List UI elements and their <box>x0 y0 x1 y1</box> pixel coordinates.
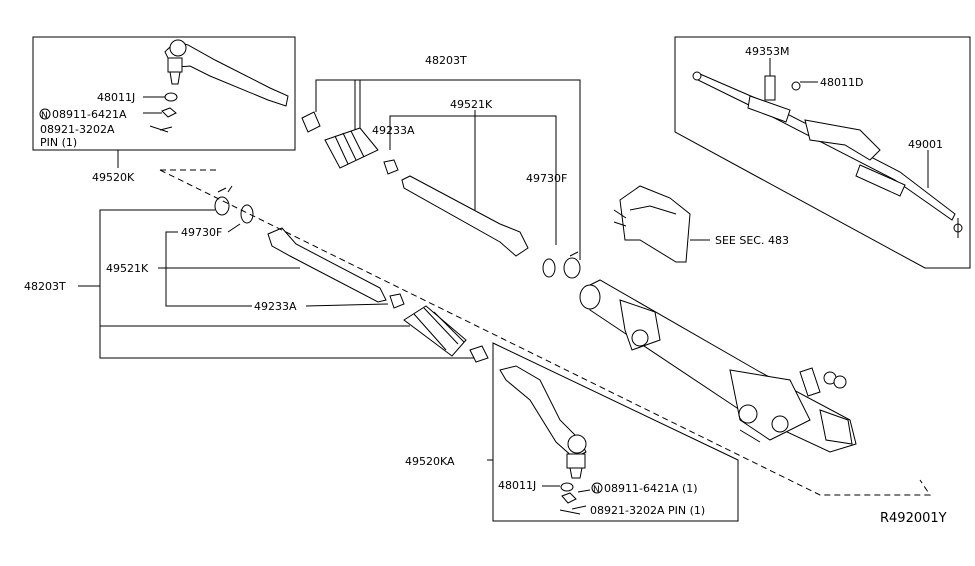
label-49730F-left: 49730F <box>181 226 222 239</box>
heat-shield: SEE SEC. 483 <box>613 185 789 263</box>
inset-outer-tie-rod-left: N 48011J 08911-6421A 08921-3202A PIN (1) <box>32 36 296 151</box>
see-sec-483: SEE SEC. 483 <box>715 234 789 247</box>
label-49520K: 49520K <box>92 171 135 184</box>
label-48203T-top: 48203T <box>425 54 467 67</box>
label-49353M: 49353M <box>745 45 789 58</box>
left-boot-kit: 48203T 49730F 49521K 49233A <box>24 185 489 363</box>
label-08921-3202A-left: 08921-3202A <box>40 123 115 136</box>
diagram-reference-code: R492001Y <box>880 511 947 526</box>
label-49001: 49001 <box>908 138 943 151</box>
label-08921-3202A-bottom: 08921-3202A PIN (1) <box>590 504 705 517</box>
n-mark-bottom: N <box>593 485 600 495</box>
label-48011J-left: 48011J <box>97 91 135 104</box>
label-49233A-top: 49233A <box>372 124 415 137</box>
label-08911-6421A-left: 08911-6421A <box>52 108 127 121</box>
label-49520KA: 49520KA <box>405 455 455 468</box>
inset-outer-tie-rod-right: 49520KA 48011J N 08911-6421A (1) 08921-3… <box>405 342 739 522</box>
n-mark: N <box>41 111 48 121</box>
steering-gear-housing <box>579 279 857 453</box>
inset-gear-assembly: 49353M 48011D 49001 <box>674 36 971 269</box>
rack-dashed-outline <box>159 169 931 496</box>
label-48011J-bottom: 48011J <box>498 479 536 492</box>
label-49233A-left: 49233A <box>254 300 297 313</box>
label-pin-left: PIN (1) <box>40 136 77 149</box>
right-boot-kit: 48203T 49521K 49233A 49730F <box>301 54 581 279</box>
label-48011D: 48011D <box>820 76 863 89</box>
label-08911-6421A-bottom: 08911-6421A (1) <box>604 482 698 495</box>
label-49521K-top: 49521K <box>450 98 493 111</box>
label-49521K-left: 49521K <box>106 262 149 275</box>
label-49730F-top: 49730F <box>526 172 567 185</box>
label-48203T-left: 48203T <box>24 280 66 293</box>
